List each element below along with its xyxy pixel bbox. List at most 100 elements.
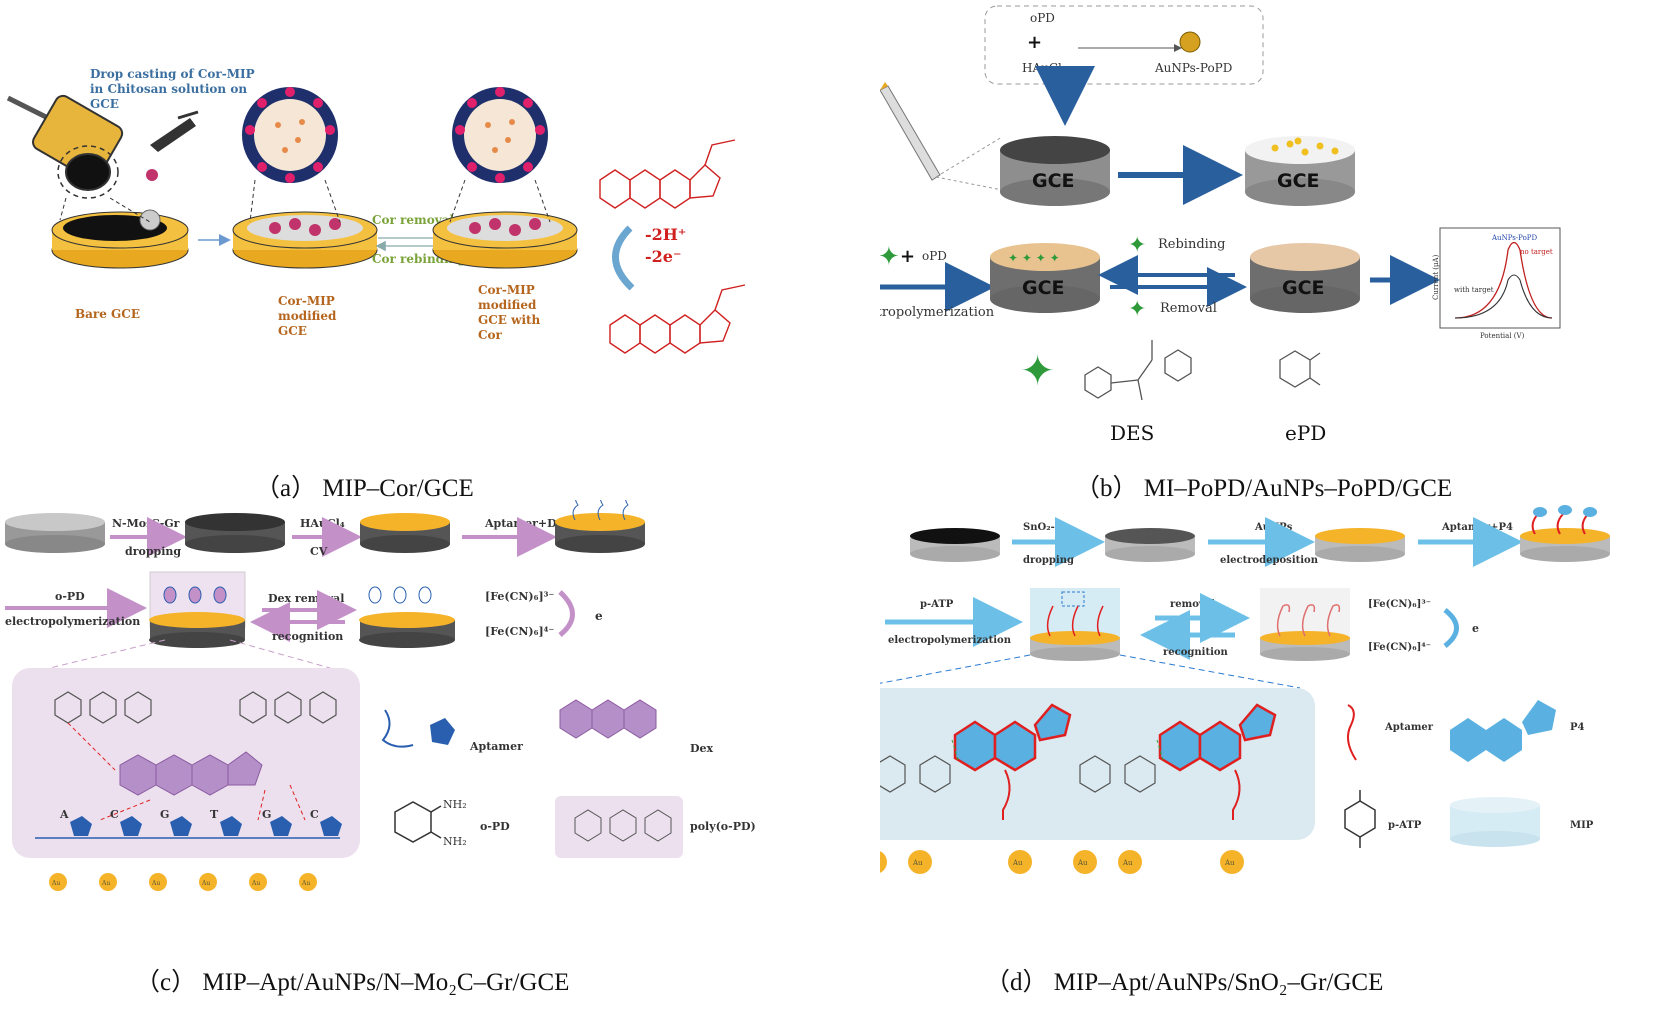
- d-polymer-structure-icon: [880, 755, 1156, 793]
- d-recognition: recognition: [1163, 647, 1229, 658]
- synthesis-box: [984, 5, 1264, 85]
- c-fe3: [Fe(CN)₆]³⁻: [485, 590, 554, 603]
- svg-text:Au: Au: [1012, 859, 1023, 867]
- c-step2-bottom: CV: [310, 545, 328, 558]
- c-step2-top: HAuCl₄: [300, 517, 345, 530]
- svg-text:C: C: [110, 808, 119, 821]
- des-label: DES: [1110, 421, 1154, 445]
- reaction-e-label: -2e⁻: [645, 247, 681, 266]
- d-removed-electrode: [1260, 588, 1350, 661]
- gce-disc-grey: [5, 513, 105, 553]
- svg-text:GCE: GCE: [1022, 277, 1065, 299]
- svg-text:Potential (V): Potential (V): [1480, 332, 1525, 340]
- panel-a-diagram: Drop casting of Cor-MIP in Chitosan solu…: [6, 67, 746, 354]
- electrode-pen-icon: [880, 82, 1003, 191]
- svg-text:Au: Au: [51, 880, 60, 887]
- d-removal: removal: [1170, 599, 1215, 610]
- c-legend-opd-icon: [394, 801, 442, 843]
- opd-label: oPD: [1030, 11, 1055, 25]
- d-fe4: [Fe(CN)₆]⁴⁻: [1368, 642, 1431, 653]
- dpv-graph: AuNPs-PoPD no target with target Potenti…: [1432, 227, 1561, 340]
- svg-text:G: G: [160, 808, 169, 821]
- pipette-icon: [6, 94, 199, 199]
- d-redox-arrow-icon: [1443, 608, 1459, 648]
- d-disc-gold: [1315, 528, 1405, 562]
- aunps-popd-label: AuNPs-PoPD: [1154, 61, 1232, 75]
- d-legend-p4-icon: [1450, 700, 1556, 762]
- svg-text:G: G: [262, 808, 271, 821]
- panel-d-diagram: SnO₂-Gr dropping AuNPs electrodeposition…: [880, 505, 1610, 874]
- svg-text:GCE: GCE: [1277, 170, 1320, 192]
- caption-panel-c: （c） MIP–Apt/AuNPs/N–Mo₂C–Gr/GCE: [135, 969, 570, 996]
- c-legend-aptamer-icon: [381, 709, 455, 748]
- svg-text:Cor-MIP: Cor-MIP: [278, 294, 335, 308]
- cor-mip-with-cor-label: Cor-MIP modified GCE with Cor: [478, 283, 541, 342]
- c-opd-bottom: electropolymerization: [5, 615, 140, 628]
- c-legend-poly: poly(o-PD): [690, 820, 756, 833]
- removal-star-icon: ✦: [1128, 297, 1146, 322]
- epd-label: ePD: [1285, 421, 1326, 445]
- d-disc-grey: [1105, 528, 1195, 562]
- d-legend-patp-icon: [1344, 790, 1376, 848]
- svg-text:Au: Au: [301, 880, 310, 887]
- svg-text:GCE with: GCE with: [478, 313, 541, 327]
- d-e: e: [1472, 622, 1479, 635]
- svg-text:Au: Au: [1224, 859, 1235, 867]
- d-step3: Aptamer+P4: [1441, 522, 1513, 533]
- svg-text:T: T: [210, 808, 219, 821]
- gce-removed-electrode: GCE: [1250, 243, 1360, 313]
- c-recognition: recognition: [272, 630, 343, 643]
- electropolymerization-label: Electropolymerization: [880, 305, 995, 320]
- d-step2-bottom: electrodeposition: [1220, 555, 1319, 566]
- svg-text:Au: Au: [1077, 859, 1088, 867]
- svg-text:Au: Au: [1122, 859, 1133, 867]
- d-disc-aptamer: [1520, 505, 1610, 562]
- cor-mip-with-cor-zoom-circle: [452, 87, 548, 183]
- des-star-icon: ✦: [880, 242, 900, 272]
- drop-casting-label: Drop casting of Cor-MIP in Chitosan solu…: [90, 67, 255, 111]
- svg-text:Au: Au: [151, 880, 160, 887]
- cor-mip-gce-with-cor-electrode: [432, 211, 578, 269]
- gce-aunps-electrode: GCE: [1245, 136, 1355, 206]
- d-disc-black: [910, 528, 1000, 562]
- c-redox-arrow-icon: [558, 590, 575, 637]
- c-legend-dex: Dex: [690, 742, 714, 755]
- plus-sign-2: +: [900, 246, 915, 267]
- c-legend-dex-icon: [559, 699, 657, 739]
- svg-text:Drop casting of Cor-MIP: Drop casting of Cor-MIP: [90, 67, 255, 81]
- svg-text:A: A: [59, 808, 69, 821]
- d-legend-aptamer-icon: [1346, 704, 1357, 761]
- c-au-nanoparticles: Au Au Au Au Au Au: [49, 873, 317, 891]
- svg-text:Au: Au: [201, 880, 210, 887]
- svg-text:with target: with target: [1454, 286, 1494, 294]
- svg-text:GCE: GCE: [278, 324, 307, 338]
- c-nh2-top: NH₂: [443, 798, 467, 811]
- svg-text:✦ ✦ ✦ ✦: ✦ ✦ ✦ ✦: [1008, 251, 1060, 265]
- c-removed-electrode: [359, 586, 455, 648]
- svg-text:GCE: GCE: [90, 97, 119, 111]
- svg-text:no target: no target: [1520, 248, 1553, 256]
- gce-bare-electrode: GCE: [1000, 136, 1110, 206]
- bare-gce-label: Bare GCE: [75, 307, 140, 321]
- svg-text:Au: Au: [101, 880, 110, 887]
- d-patp-bottom: electropolymerization: [888, 635, 1012, 646]
- d-fe3: [Fe(CN)₆]³⁻: [1368, 599, 1431, 610]
- svg-text:Au: Au: [912, 859, 923, 867]
- bare-gce-electrode: [51, 209, 189, 269]
- c-mip-electrode: [149, 571, 246, 648]
- d-legend-patp: p-ATP: [1388, 820, 1422, 831]
- rebinding-star-icon: ✦: [1128, 233, 1146, 258]
- c-opd-top: o-PD: [55, 590, 85, 603]
- d-patp-top: p-ATP: [920, 599, 954, 610]
- cor-mip-zoom-circle: [242, 87, 338, 183]
- haucl-label: HAuCl₄: [1022, 61, 1067, 75]
- gce-mip-electrode: ✦ ✦ ✦ ✦ GCE: [990, 243, 1100, 313]
- plus-opd-label: oPD: [922, 249, 947, 263]
- c-dex-molecule-icon: [119, 751, 263, 796]
- rebinding-label: Rebinding: [1158, 237, 1226, 252]
- reaction-h-label: -2H⁺: [645, 225, 686, 244]
- svg-text:Au: Au: [251, 880, 260, 887]
- d-step2-top: AuNPs: [1254, 522, 1293, 533]
- svg-text:C: C: [310, 808, 319, 821]
- caption-panel-a: （a） MIP–Cor/GCE: [255, 475, 474, 502]
